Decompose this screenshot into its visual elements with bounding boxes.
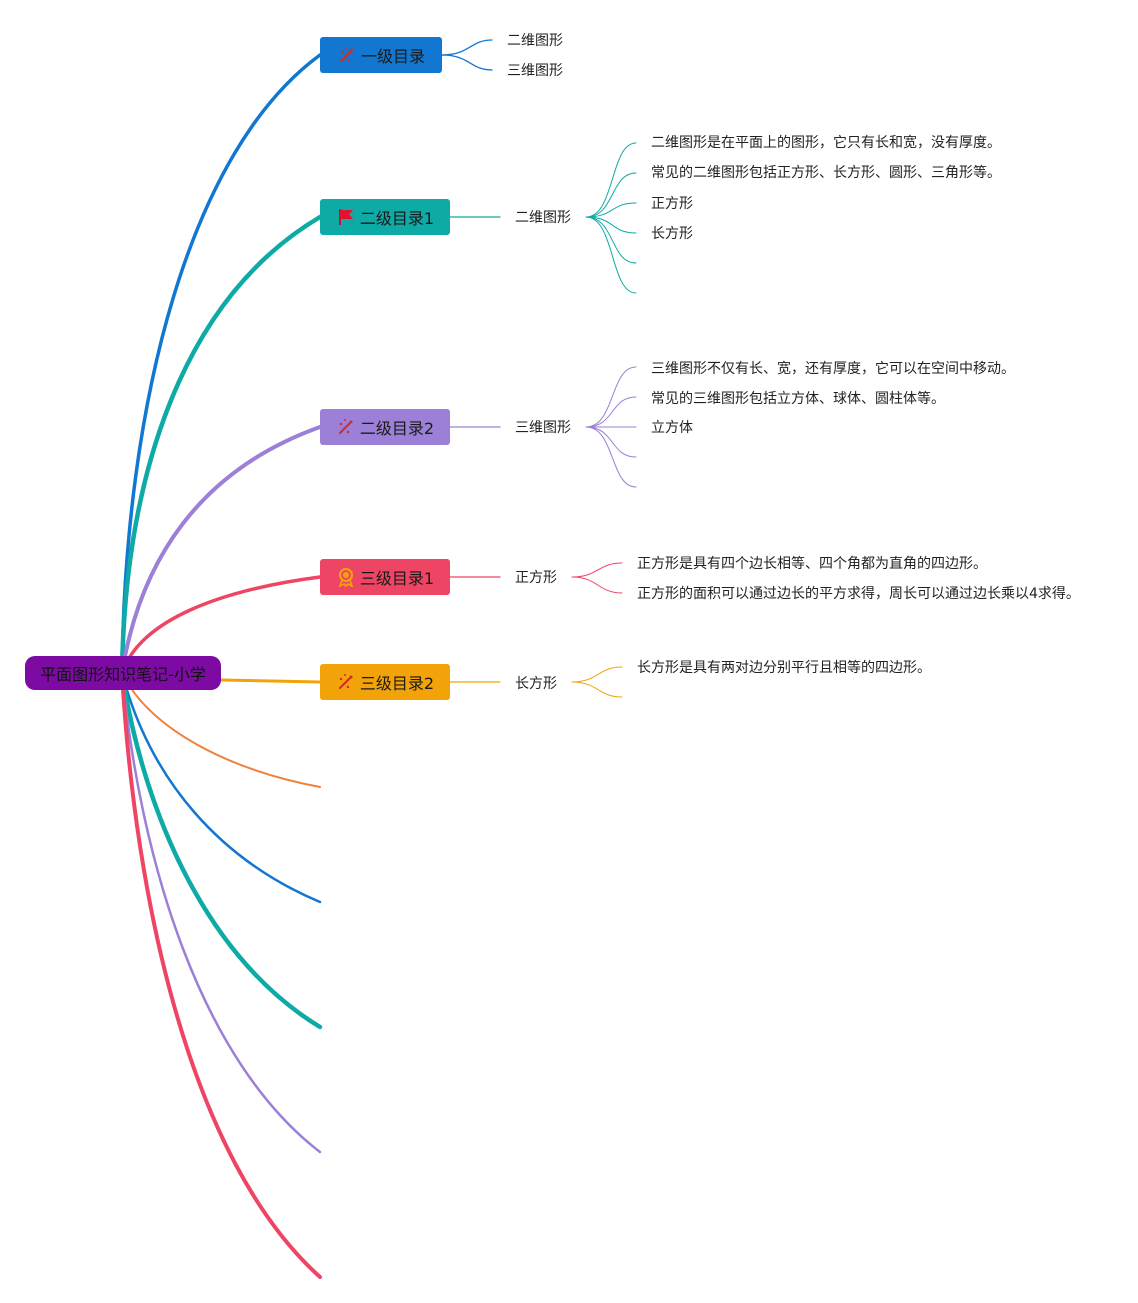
root-topic[interactable]: 平面图形知识笔记-小学 (25, 656, 221, 690)
subtopic-rectangle[interactable]: 长方形 (651, 226, 693, 242)
note-2d-examples[interactable]: 常见的二维图形包括正方形、长方形、圆形、三角形等。 (651, 165, 1001, 181)
subtopic-cube[interactable]: 立方体 (651, 420, 693, 436)
branch-node-label: 二级目录1 (359, 209, 435, 228)
leaf-connector (585, 216, 637, 294)
leaf-connector (585, 142, 637, 218)
branch-node-level2-1[interactable]: 二级目录1 (320, 199, 450, 235)
leaf-connector (571, 681, 623, 698)
topic-rectangle[interactable]: 长方形 (515, 676, 557, 692)
leaf-connector (585, 396, 637, 428)
subtopic-2d-shapes[interactable]: 二维图形 (507, 33, 563, 49)
leaf-connector (571, 576, 623, 594)
leaf-connector (571, 562, 623, 578)
magic-wand-icon (337, 45, 357, 65)
leaf-connector (585, 216, 637, 264)
leaf-connector (585, 216, 637, 234)
leaf-connector (585, 426, 637, 488)
branch-node-label: 三级目录2 (359, 674, 435, 693)
branch-node-level3-2[interactable]: 三级目录2 (320, 664, 450, 700)
branch-connector (219, 678, 322, 684)
topic-3d-shapes[interactable]: 三维图形 (515, 420, 571, 436)
subtopic-3d-shapes[interactable]: 三维图形 (507, 63, 563, 79)
note-square-area-perimeter[interactable]: 正方形的面积可以通过边长的平方求得，周长可以通过边长乘以4求得。 (637, 586, 1080, 602)
note-2d-definition[interactable]: 二维图形是在平面上的图形，它只有长和宽，没有厚度。 (651, 135, 1001, 151)
subtopic-square[interactable]: 正方形 (651, 196, 693, 212)
note-3d-examples[interactable]: 常见的三维图形包括立方体、球体、圆柱体等。 (651, 391, 945, 407)
branch-connector (120, 425, 322, 675)
leaf-connector (571, 666, 623, 683)
leaf-connector (585, 202, 637, 218)
child-connector (441, 54, 493, 71)
empty-branch-connector (120, 671, 322, 1154)
root-topic-label: 平面图形知识笔记-小学 (40, 665, 206, 684)
branch-node-label: 二级目录2 (359, 419, 435, 438)
note-3d-definition[interactable]: 三维图形不仅有长、宽，还有厚度，它可以在空间中移动。 (651, 361, 1015, 377)
empty-branch-connector (120, 671, 322, 904)
leaf-connector (585, 426, 637, 458)
red-flag-icon (336, 207, 356, 227)
branch-connector (120, 53, 322, 675)
branch-node-level1[interactable]: 一级目录 (320, 37, 442, 73)
magic-wand-icon (336, 672, 356, 692)
leaf-connector (585, 172, 637, 218)
award-medal-icon (336, 567, 356, 588)
topic-2d-shapes[interactable]: 二维图形 (515, 210, 571, 226)
branch-node-level3-1[interactable]: 三级目录1 (320, 559, 450, 595)
empty-branch-connector (120, 671, 322, 1279)
branch-connector (120, 575, 322, 675)
branch-node-label: 一级目录 (360, 47, 425, 66)
magic-wand-icon (336, 417, 356, 437)
empty-branch-connector (119, 670, 323, 1030)
note-rectangle-definition[interactable]: 长方形是具有两对边分别平行且相等的四边形。 (637, 660, 931, 676)
branch-node-level2-2[interactable]: 二级目录2 (320, 409, 450, 445)
note-square-definition[interactable]: 正方形是具有四个边长相等、四个角都为直角的四边形。 (637, 556, 987, 572)
branch-connector (119, 214, 323, 676)
leaf-connector (585, 366, 637, 428)
branch-node-label: 三级目录1 (359, 569, 435, 588)
child-connector (441, 39, 493, 56)
topic-square[interactable]: 正方形 (515, 570, 557, 586)
empty-branch-connector (121, 672, 321, 788)
